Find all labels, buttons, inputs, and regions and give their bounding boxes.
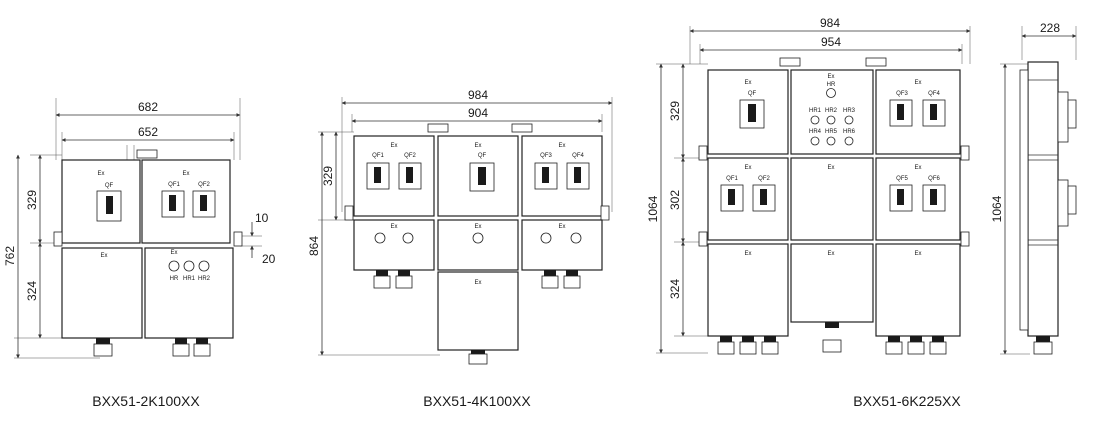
svg-text:QF1: QF1 xyxy=(372,153,384,159)
dim-h-bottom: 324 xyxy=(668,279,682,299)
dim-d2: 20 xyxy=(262,252,276,266)
svg-text:HR1: HR1 xyxy=(183,276,196,282)
svg-text:Ex: Ex xyxy=(744,80,751,86)
dim-side-depth: 228 xyxy=(1040,21,1060,35)
svg-text:Ex: Ex xyxy=(827,165,834,171)
svg-text:HR: HR xyxy=(170,276,179,282)
svg-text:Ex: Ex xyxy=(914,251,921,257)
svg-text:Ex: Ex xyxy=(97,171,104,177)
svg-text:HR2: HR2 xyxy=(198,276,211,282)
svg-text:Ex: Ex xyxy=(474,280,481,286)
dim-inner-width: 652 xyxy=(138,125,158,139)
svg-text:HR1: HR1 xyxy=(809,108,822,114)
svg-text:QF4: QF4 xyxy=(928,91,940,97)
svg-text:QF2: QF2 xyxy=(758,176,770,182)
drawing-bxx51-4k100xx: 984 904 864 329 Ex QF1 QF2 Ex QF Ex QF3 … xyxy=(307,88,613,409)
svg-text:Ex: Ex xyxy=(914,165,921,171)
svg-text:Ex: Ex xyxy=(827,251,834,257)
svg-text:Ex: Ex xyxy=(827,74,834,80)
svg-text:Ex: Ex xyxy=(744,251,751,257)
dim-h-top: 329 xyxy=(321,166,335,186)
dim-h-bottom: 324 xyxy=(25,281,39,301)
drawing-bxx51-6k225xx: 984 954 1064 329 302 324 Ex QF Ex HR HR1… xyxy=(646,16,1077,409)
svg-text:Ex: Ex xyxy=(744,165,751,171)
svg-text:HR: HR xyxy=(827,82,836,88)
model-caption-3: BXX51-6K225XX xyxy=(853,393,961,409)
side-view-body xyxy=(1027,61,1059,337)
dim-d1: 10 xyxy=(255,211,269,225)
svg-text:Ex: Ex xyxy=(170,250,177,256)
model-caption-2: BXX51-4K100XX xyxy=(423,393,531,409)
drawing-bxx51-2k100xx: 682 652 25 329 324 762 10 20 Ex QF Ex xyxy=(3,98,276,409)
dim-overall-width: 984 xyxy=(820,16,840,30)
dim-h-total: 762 xyxy=(3,246,17,266)
model-caption-1: BXX51-2K100XX xyxy=(92,393,200,409)
svg-text:QF: QF xyxy=(105,183,114,189)
dim-inner-width: 904 xyxy=(468,106,488,120)
svg-text:Ex: Ex xyxy=(182,171,189,177)
dim-h-top: 329 xyxy=(25,190,39,210)
dim-side-height: 1064 xyxy=(990,195,1004,222)
svg-text:QF1: QF1 xyxy=(726,176,738,182)
svg-text:HR4: HR4 xyxy=(809,129,822,135)
svg-text:QF6: QF6 xyxy=(928,176,940,182)
dim-h-total: 864 xyxy=(307,236,321,256)
dim-overall-width: 682 xyxy=(138,100,158,114)
svg-text:HR6: HR6 xyxy=(843,129,856,135)
svg-text:QF3: QF3 xyxy=(540,153,552,159)
svg-text:Ex: Ex xyxy=(474,224,481,230)
svg-text:QF3: QF3 xyxy=(896,91,908,97)
dim-h-mid: 302 xyxy=(668,190,682,210)
svg-text:Ex: Ex xyxy=(558,224,565,230)
svg-text:HR5: HR5 xyxy=(825,129,838,135)
dim-h-total: 1064 xyxy=(646,195,660,222)
svg-text:Ex: Ex xyxy=(474,143,481,149)
svg-text:HR2: HR2 xyxy=(825,108,838,114)
svg-text:Ex: Ex xyxy=(100,253,107,259)
svg-text:QF2: QF2 xyxy=(198,182,210,188)
panel-qf xyxy=(61,159,141,244)
svg-text:QF1: QF1 xyxy=(168,182,180,188)
svg-text:QF: QF xyxy=(748,91,757,97)
svg-text:HR3: HR3 xyxy=(843,108,856,114)
dim-h-top: 329 xyxy=(668,101,682,121)
panel-lower-left xyxy=(61,247,143,339)
svg-text:Ex: Ex xyxy=(914,80,921,86)
svg-text:QF4: QF4 xyxy=(572,153,584,159)
svg-text:QF: QF xyxy=(478,153,487,159)
svg-text:Ex: Ex xyxy=(390,224,397,230)
svg-text:QF5: QF5 xyxy=(896,176,908,182)
svg-text:QF2: QF2 xyxy=(404,153,416,159)
svg-text:Ex: Ex xyxy=(390,143,397,149)
dim-inner-width: 954 xyxy=(821,35,841,49)
dim-overall-width: 984 xyxy=(468,88,488,102)
svg-text:Ex: Ex xyxy=(558,143,565,149)
